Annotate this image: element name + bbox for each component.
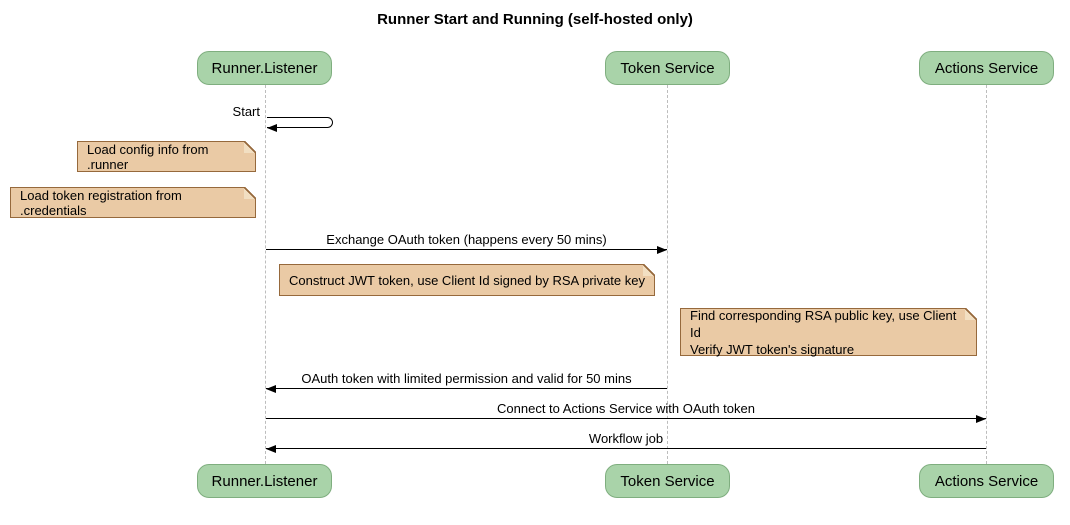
message-line bbox=[266, 448, 986, 449]
lifeline-token-service bbox=[667, 85, 668, 464]
message-line bbox=[266, 418, 986, 419]
participant-token-service-top: Token Service bbox=[605, 51, 730, 85]
diagram-title: Runner Start and Running (self-hosted on… bbox=[377, 11, 693, 28]
note-load-token-registration: Load token registration from .credential… bbox=[10, 187, 256, 218]
note-text-line-2: Verify JWT token's signature bbox=[690, 341, 855, 357]
participant-label: Runner.Listener bbox=[211, 59, 318, 77]
message-start-label: Start bbox=[232, 104, 260, 119]
arrowhead-right-icon bbox=[657, 246, 667, 254]
lifeline-runner-listener bbox=[265, 85, 266, 464]
participant-label: Actions Service bbox=[934, 59, 1039, 77]
arrowhead-left-icon bbox=[267, 124, 277, 132]
participant-runner-listener-top: Runner.Listener bbox=[197, 51, 332, 85]
participant-label: Token Service bbox=[620, 59, 715, 77]
message-label: Connect to Actions Service with OAuth to… bbox=[497, 401, 755, 416]
note-text: Load token registration from .credential… bbox=[20, 187, 182, 218]
participant-runner-listener-bottom: Runner.Listener bbox=[197, 464, 332, 498]
note-text: Construct JWT token, use Client Id signe… bbox=[289, 272, 645, 288]
note-load-config: Load config info from .runner bbox=[77, 141, 256, 172]
message-line bbox=[266, 249, 667, 250]
message-workflow-job: Workflow job bbox=[266, 431, 986, 453]
note-construct-jwt: Construct JWT token, use Client Id signe… bbox=[279, 264, 655, 296]
message-label: OAuth token with limited permission and … bbox=[301, 371, 632, 386]
message-label: Workflow job bbox=[588, 431, 664, 446]
arrowhead-right-icon bbox=[976, 415, 986, 423]
note-text-line-1: Find corresponding RSA public key, use C… bbox=[690, 307, 957, 340]
message-start-loop bbox=[267, 117, 333, 128]
arrowhead-left-icon bbox=[266, 445, 276, 453]
message-connect-actions-service: Connect to Actions Service with OAuth to… bbox=[266, 401, 986, 423]
message-exchange-oauth-token: Exchange OAuth token (happens every 50 m… bbox=[266, 232, 667, 254]
note-text: Load config info from .runner bbox=[87, 141, 209, 172]
participant-label: Token Service bbox=[620, 472, 715, 490]
participant-token-service-bottom: Token Service bbox=[605, 464, 730, 498]
participant-label: Runner.Listener bbox=[211, 472, 318, 490]
participant-actions-service-bottom: Actions Service bbox=[919, 464, 1054, 498]
participant-label: Actions Service bbox=[934, 472, 1039, 490]
arrowhead-left-icon bbox=[266, 385, 276, 393]
participant-actions-service-top: Actions Service bbox=[919, 51, 1054, 85]
lifeline-actions-service bbox=[986, 85, 987, 464]
note-verify-jwt: Find corresponding RSA public key, use C… bbox=[680, 307, 977, 357]
message-oauth-token-response: OAuth token with limited permission and … bbox=[266, 371, 667, 393]
message-label: Exchange OAuth token (happens every 50 m… bbox=[326, 232, 607, 247]
message-line bbox=[266, 388, 667, 389]
